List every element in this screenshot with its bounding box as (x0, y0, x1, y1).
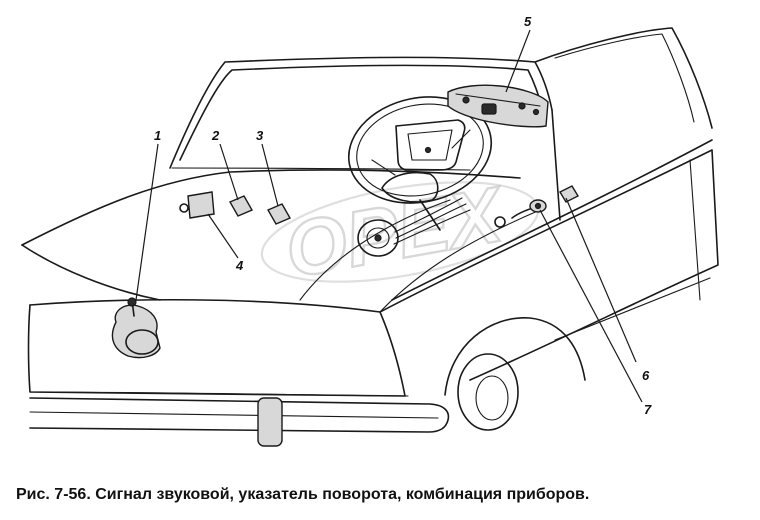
leader-lines (135, 29, 643, 403)
car-line-drawing: OPEX (21, 14, 719, 447)
callout-3: 3 (256, 128, 264, 143)
dash-switches (494, 185, 579, 228)
car-roof (534, 27, 713, 221)
callout-1: 1 (154, 128, 161, 143)
diagram-figure: OPEX (21, 14, 719, 447)
callout-labels: 1 2 3 4 5 6 7 (154, 14, 652, 417)
relay-2 (229, 195, 253, 217)
horn (111, 297, 161, 359)
steering-wheel (347, 96, 493, 231)
callout-7: 7 (644, 402, 652, 417)
front-wheel (444, 317, 586, 431)
callout-5: 5 (524, 14, 532, 29)
switch-6 (559, 185, 579, 203)
relay-3 (267, 203, 291, 225)
column-switch (357, 197, 471, 257)
dashboard-pod (395, 119, 466, 171)
bumper-guard (257, 397, 283, 447)
watermark-logo: OPEX (260, 168, 540, 296)
instrument-cluster (447, 84, 549, 128)
callout-6: 6 (642, 368, 650, 383)
car-front (27, 304, 409, 397)
figure-caption: Рис. 7-56. Сигнал звуковой, указатель по… (16, 486, 590, 503)
callout-2: 2 (211, 128, 220, 143)
callout-4: 4 (235, 258, 244, 273)
relay-box (179, 191, 215, 219)
front-bumper (29, 397, 450, 447)
car-side (379, 139, 719, 381)
